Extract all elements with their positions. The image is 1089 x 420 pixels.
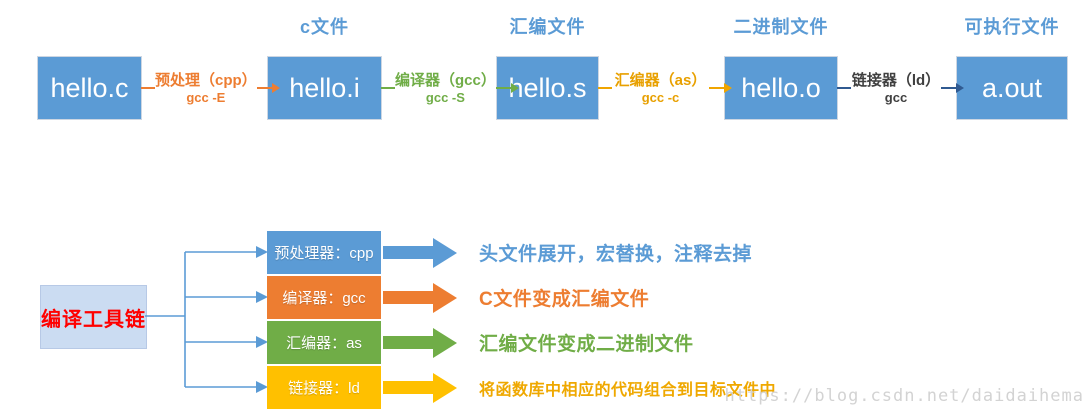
stage-label-c-file: c文件 — [299, 17, 349, 37]
toolchain-connector-lines — [145, 246, 268, 393]
tool-description: 汇编文件变成二进制文件 — [479, 334, 694, 355]
file-name: a.out — [981, 72, 1043, 103]
tool-row-linker: 链接器：ld 将函数库中相应的代码组合到目标文件中 — [267, 366, 776, 409]
block-arrow-icon — [383, 237, 457, 268]
stage-label-executable-file: 可执行文件 — [964, 17, 1060, 37]
block-arrow-icon — [383, 282, 457, 313]
arrowhead-icon — [256, 246, 268, 258]
transition-command-text: gcc -c — [641, 89, 680, 105]
tool-name: 编译器：gcc — [282, 290, 366, 307]
arrowhead-icon — [256, 336, 268, 348]
block-arrow-icon — [383, 372, 457, 403]
file-name: hello.c — [50, 72, 129, 103]
file-box-hello-o: hello.o — [725, 57, 837, 119]
tool-row-assembler: 汇编器：as 汇编文件变成二进制文件 — [267, 321, 694, 364]
watermark-url: https://blog.csdn.net/daidaihema — [724, 386, 1084, 406]
toolchain-title-box: 编译工具链 — [40, 285, 147, 349]
connector-line — [837, 87, 851, 89]
transition-label: 汇编器（as） gcc -c — [612, 72, 709, 105]
transition-command-text: gcc — [884, 89, 908, 105]
tool-description: 将函数库中相应的代码组合到目标文件中 — [479, 381, 777, 399]
transition-preprocessor: 预处理（cpp） gcc -E — [141, 57, 280, 119]
tool-box-assembler: 汇编器：as — [267, 321, 381, 364]
right-arrow-icon — [495, 83, 519, 93]
right-arrow-icon — [709, 83, 732, 93]
tool-description: 头文件展开，宏替换，注释去掉 — [479, 244, 753, 265]
file-box-a-out: a.out — [957, 57, 1067, 119]
transition-label: 预处理（cpp） gcc -E — [155, 72, 257, 105]
arrowhead-icon — [256, 381, 268, 393]
tool-name: 链接器：ld — [288, 380, 360, 397]
tool-box-compiler: 编译器：gcc — [267, 276, 381, 319]
tool-name: 预处理器：cpp — [274, 245, 374, 262]
transition-command-text: gcc -S — [425, 89, 465, 105]
connector-line — [141, 87, 155, 89]
transition-label: 编译器（gcc） gcc -S — [395, 72, 496, 105]
stage-label-binary-file: 二进制文件 — [733, 17, 829, 37]
tool-box-linker: 链接器：ld — [267, 366, 381, 409]
transition-assembler: 汇编器（as） gcc -c — [598, 57, 732, 119]
transition-tool-text: 预处理（cpp） — [155, 71, 257, 89]
toolchain-title: 编译工具链 — [41, 308, 146, 331]
connector-line — [381, 87, 395, 89]
file-name: hello.s — [508, 72, 587, 103]
transition-tool-text: 汇编器（as） — [614, 71, 707, 89]
transition-tool-text: 编译器（gcc） — [395, 71, 496, 89]
tool-description: C文件变成汇编文件 — [479, 289, 650, 310]
file-box-hello-c: hello.c — [38, 57, 141, 119]
file-box-hello-i: hello.i — [268, 57, 381, 119]
tool-name: 汇编器：as — [286, 335, 362, 352]
right-arrow-icon — [941, 83, 964, 93]
arrowhead-icon — [256, 291, 268, 303]
right-arrow-icon — [256, 83, 280, 93]
file-name: hello.o — [741, 72, 821, 103]
transition-linker: 链接器（ld） gcc — [837, 57, 964, 119]
stage-label-assembly-file: 汇编文件 — [509, 17, 586, 37]
transition-command-text: gcc -E — [186, 89, 226, 105]
transition-tool-text: 链接器（ld） — [851, 71, 941, 89]
tool-box-preprocessor: 预处理器：cpp — [267, 231, 381, 274]
tool-row-preprocessor: 预处理器：cpp 头文件展开，宏替换，注释去掉 — [267, 231, 752, 274]
transition-compiler: 编译器（gcc） gcc -S — [381, 57, 519, 119]
block-arrow-icon — [383, 327, 457, 358]
file-name: hello.i — [289, 72, 360, 103]
transition-label: 链接器（ld） gcc — [851, 72, 941, 105]
connector-line — [598, 87, 612, 89]
tool-row-compiler: 编译器：gcc C文件变成汇编文件 — [267, 276, 649, 319]
